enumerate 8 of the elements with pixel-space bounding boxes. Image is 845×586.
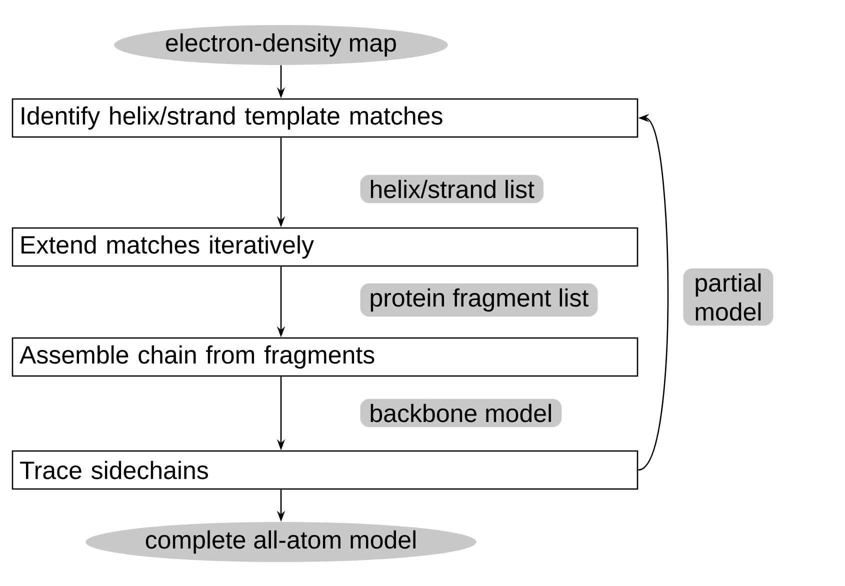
process-box: Extend matches iteratively <box>12 227 638 267</box>
edge-label: protein fragment list <box>360 283 598 317</box>
edge-label: backbone model <box>360 398 562 428</box>
edge-label: helix/strand list <box>360 174 544 204</box>
process-box: Identify helix/strand template matches <box>12 98 638 138</box>
process-box: Assemble chain from fragments <box>12 337 638 377</box>
process-box: Trace sidechains <box>12 450 638 490</box>
edge-label: partial model <box>683 268 774 326</box>
